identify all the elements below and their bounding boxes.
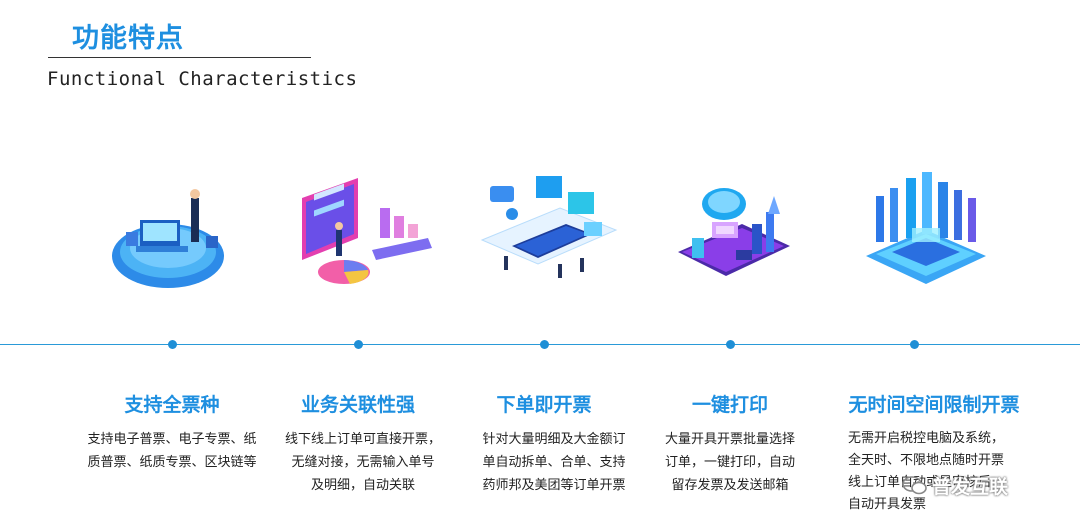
timeline-dot: [168, 340, 177, 349]
wechat-icon: [902, 475, 927, 494]
timeline-dot: [910, 340, 919, 349]
page-subtitle: Functional Characteristics: [47, 68, 358, 90]
illustration-dashboard: [288, 168, 438, 308]
feature-desc-line: 自动开具发票: [848, 497, 927, 512]
feature-desc-line: 留存发票及发送邮箱: [671, 478, 789, 493]
feature-title: 下单即开票: [496, 394, 592, 416]
watermark-text: 普发互联: [932, 476, 1009, 498]
watermark: 普发互联: [902, 472, 1008, 499]
feature-description: 线下线上订单可直接开票， 无缝对接，无需输入单号 及明细，自动关联: [268, 428, 458, 497]
page-title: 功能特点: [72, 23, 184, 54]
feature-title: 无时间空间限制开票: [848, 394, 1020, 416]
feature-desc-line: 大量开具开票批量选择: [664, 432, 795, 447]
feature-title: 支持全票种: [124, 394, 220, 416]
timeline-dot: [540, 340, 549, 349]
feature-title: 业务关联性强: [300, 394, 415, 416]
illustration-office-desk: [96, 168, 246, 308]
feature-description: 大量开具开票批量选择 订单，一键打印，自动 留存发票及发送邮箱: [635, 428, 825, 497]
feature-desc-line: 无需开启税控电脑及系统，: [848, 431, 1005, 446]
feature-description: 支持电子普票、电子专票、纸 质普票、纸质专票、区块链等: [77, 428, 267, 474]
feature-desc-line: 药师邦及美团等订单开票: [482, 478, 626, 493]
feature-title: 一键打印: [691, 394, 768, 416]
feature-desc-line: 全天时、不限地点随时开票: [848, 453, 1005, 468]
feature-desc-line: 订单，一键打印，自动: [664, 455, 795, 470]
title-divider: [48, 57, 311, 58]
illustration-cloud-server: [852, 168, 1002, 308]
feature-desc-line: 质普票、纸质专票、区块链等: [87, 455, 257, 470]
timeline-dot: [726, 340, 735, 349]
illustration-order-network: [472, 168, 622, 308]
feature-desc-line: 单自动拆单、合单、支持: [482, 455, 626, 470]
feature-desc-line: 针对大量明细及大金额订: [482, 432, 626, 447]
feature-desc-line: 支持电子普票、电子专票、纸: [87, 432, 257, 447]
timeline-dot: [354, 340, 363, 349]
illustration-ai-brain: [656, 168, 806, 308]
feature-description: 针对大量明细及大金额订 单自动拆单、合单、支持 药师邦及美团等订单开票: [459, 428, 649, 497]
feature-desc-line: 无缝对接，无需输入单号: [291, 455, 435, 470]
feature-desc-line: 线下线上订单可直接开票，: [284, 432, 441, 447]
feature-desc-line: 及明细，自动关联: [310, 478, 415, 493]
